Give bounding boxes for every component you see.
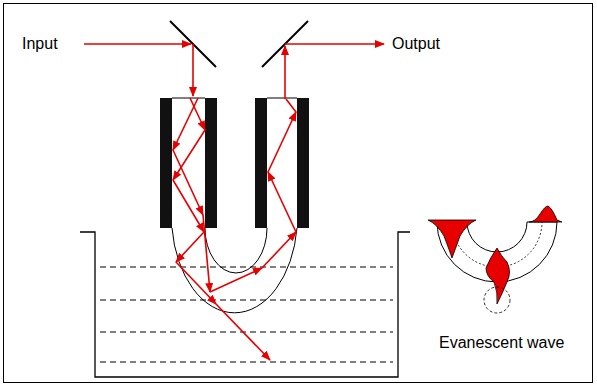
fiber-inner [205, 228, 267, 273]
output-label: Output [392, 35, 440, 53]
frame [4, 4, 593, 383]
input-label: Input [22, 35, 58, 53]
cladding [160, 98, 309, 228]
container [80, 232, 410, 377]
fiber-outer [172, 228, 297, 313]
liquid-levels [100, 267, 393, 362]
light-rays [84, 44, 384, 360]
inset-caption: Evanescent wave [439, 334, 564, 352]
evanescent-inset [428, 206, 562, 313]
